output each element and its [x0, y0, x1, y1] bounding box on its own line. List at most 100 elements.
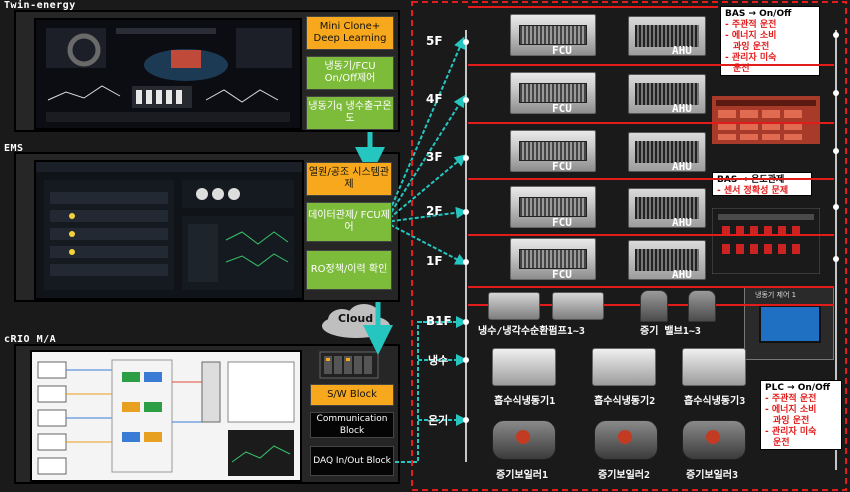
ahu-label: AHU: [672, 102, 692, 115]
floor-label: 3F: [426, 150, 443, 164]
fcu-unit-image: [510, 14, 596, 56]
ahu-label: AHU: [672, 160, 692, 173]
fcu-label: FCU: [552, 268, 572, 281]
bas-temp-item: - 센서 정확성 문제: [717, 186, 789, 196]
plc-panel-image: 냉동기 제어 1: [744, 286, 834, 360]
bus-node-dot: [463, 39, 469, 45]
loop-label: 온기: [428, 414, 449, 427]
bas-screen-image: [712, 96, 820, 144]
floor-label: B1F: [426, 314, 452, 328]
label-box: S/W Block: [310, 384, 394, 406]
absorption-chiller-image: [492, 348, 556, 386]
plc-item: 운전: [773, 438, 790, 448]
fcu-unit-image: [510, 72, 596, 114]
fcu-label: FCU: [552, 102, 572, 115]
label-box: Communication Block: [310, 412, 394, 438]
fcu-grill: [519, 141, 587, 161]
fcu-label: FCU: [552, 216, 572, 229]
valve-label: 증기 밸브1~3: [640, 326, 701, 337]
plc-display: [759, 305, 821, 343]
plc-item: - 에너지 소비: [765, 405, 817, 415]
bus-node-dot: [463, 97, 469, 103]
ahu-unit-image: [628, 16, 706, 56]
floor-divider: [468, 286, 834, 288]
plc-item: - 관리자 미숙: [765, 427, 817, 437]
fcu-unit-image: [510, 238, 596, 280]
ahu-unit-image: [628, 240, 706, 280]
boiler-burner-icon: [706, 430, 720, 444]
fcu-unit-image: [510, 186, 596, 228]
floor-label: 2F: [426, 204, 443, 218]
plc-item: - 주관적 운전: [765, 394, 817, 404]
floor-divider: [468, 6, 718, 8]
label-box: Mini Clone+ Deep Learning: [306, 16, 394, 50]
plc-panel-title: 냉동기 제어 1: [755, 291, 797, 299]
floor-divider: [468, 178, 834, 180]
ahu-label: AHU: [672, 216, 692, 229]
boiler-burner-icon: [618, 430, 632, 444]
ahu-grill: [635, 249, 699, 271]
plc-title: PLC → On/Off: [765, 383, 831, 393]
label-box: RO정책/이력 확인: [306, 250, 392, 290]
daq-block-diagram-graphic: [32, 352, 300, 480]
bus-node-dot: [463, 259, 469, 265]
bas-onoff-item: - 에너지 소비: [725, 31, 777, 41]
ahu-grill: [635, 141, 699, 163]
plc-item: 과잉 운전: [773, 416, 810, 426]
loop-label: 냉수: [428, 354, 449, 367]
ahu-label: AHU: [672, 268, 692, 281]
label-box: 냉동기/FCU On/Off제어: [306, 56, 394, 90]
floor-label: 4F: [426, 92, 443, 106]
twin-energy-title: Twin-energy: [4, 0, 76, 11]
ahu-unit-image: [628, 132, 706, 172]
label-box: 열원/공조 시스템관제: [306, 162, 392, 196]
daq-screenshot: [30, 350, 302, 482]
bus-node-dot: [463, 209, 469, 215]
ems-screenshot: [34, 160, 304, 300]
bus-node-dot: [463, 319, 469, 325]
floor-label: 5F: [426, 34, 443, 48]
valve-image: [640, 290, 668, 322]
fcu-grill: [519, 25, 587, 45]
daq-title: cRIO M/A: [4, 334, 57, 345]
boiler-label: 증기보일러3: [686, 470, 739, 481]
ahu-grill: [635, 197, 699, 219]
ahu-grill: [635, 25, 699, 47]
fcu-unit-image: [510, 130, 596, 172]
bas-onoff-title: BAS → On/Off: [725, 9, 792, 19]
fcu-grill: [519, 197, 587, 217]
floor-label: 1F: [426, 254, 443, 268]
twin-energy-screenshot: [34, 18, 302, 130]
absorption-chiller-image: [592, 348, 656, 386]
fcu-label: FCU: [552, 160, 572, 173]
ahu-grill: [635, 83, 699, 105]
bas-temp-screen-image: [712, 208, 820, 274]
bus-node-dot: [463, 357, 469, 363]
ahu-label: AHU: [672, 44, 692, 57]
bus-node-dot: [833, 256, 839, 262]
chiller-label: 흡수식냉동기1: [494, 396, 556, 407]
bas-temp-note: BAS → 온도관제 - 센서 정확성 문제: [712, 172, 812, 196]
bas-onoff-item: 과잉 운전: [733, 42, 770, 52]
pump-label: 냉수/냉각수순환펌프1~3: [478, 326, 585, 337]
bus-node-dot: [833, 204, 839, 210]
bus-node-dot: [833, 148, 839, 154]
twin-energy-dashboard-graphic: [36, 20, 300, 128]
floor-divider: [468, 234, 834, 236]
bas-onoff-item: 운전: [733, 64, 750, 74]
boiler-label: 증기보일러1: [496, 470, 549, 481]
bus-node-dot: [833, 90, 839, 96]
plc-note: PLC → On/Off - 주관적 운전 - 에너지 소비 과잉 운전 - 관…: [760, 380, 842, 450]
boiler-label: 증기보일러2: [598, 470, 651, 481]
bus-node-dot: [463, 417, 469, 423]
floor-divider: [468, 122, 834, 124]
chiller-label: 흡수식냉동기3: [684, 396, 746, 407]
chiller-label: 흡수식냉동기2: [594, 396, 656, 407]
ahu-unit-image: [628, 74, 706, 114]
fcu-label: FCU: [552, 44, 572, 57]
label-box: DAQ In/Out Block: [310, 446, 394, 476]
boiler-burner-icon: [516, 430, 530, 444]
bus-node-dot: [833, 32, 839, 38]
ems-title: EMS: [4, 143, 24, 154]
pump-image: [552, 292, 604, 320]
